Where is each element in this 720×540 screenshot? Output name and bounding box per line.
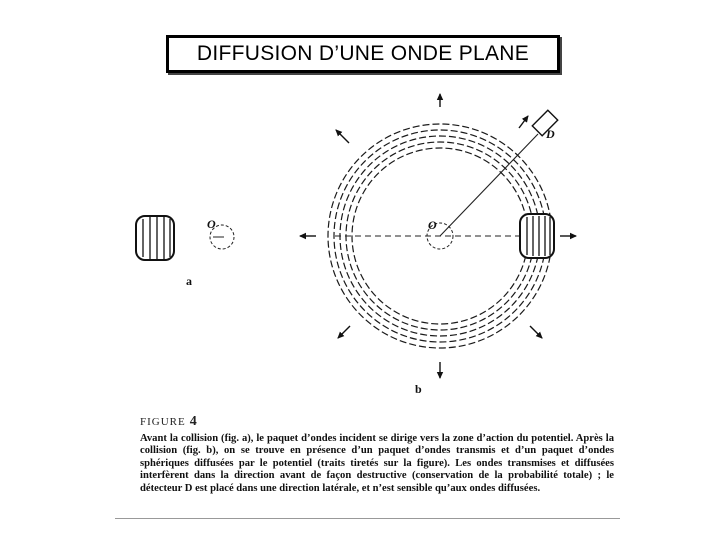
detector-direction-line	[439, 133, 539, 237]
figure-number: 4	[189, 414, 197, 429]
origin-label-b: O	[428, 218, 437, 232]
arrow-up-left	[335, 129, 350, 144]
detector-label: D	[546, 127, 555, 141]
figure-caption: Avant la collision (fig. a), le paquet d…	[140, 433, 614, 494]
arrow-up-right-detector	[518, 115, 529, 129]
detector	[531, 109, 559, 137]
origin-label-a: O	[207, 217, 216, 231]
incident-wave-packet	[135, 215, 175, 261]
bottom-rule	[115, 518, 620, 519]
arrow-down-right	[529, 325, 543, 339]
scattering-arrows	[299, 93, 577, 379]
arrow-down-left	[337, 325, 351, 339]
figure-label-a: a	[186, 274, 192, 288]
slide-title-box: DIFFUSION D’UNE ONDE PLANE	[166, 35, 560, 73]
figure-label-b: b	[415, 382, 422, 396]
slide-title: DIFFUSION D’UNE ONDE PLANE	[196, 42, 530, 65]
figure-heading-word: FIGURE	[140, 416, 186, 428]
potential-zone-a	[209, 224, 235, 250]
transmitted-wave-packet	[519, 213, 555, 259]
